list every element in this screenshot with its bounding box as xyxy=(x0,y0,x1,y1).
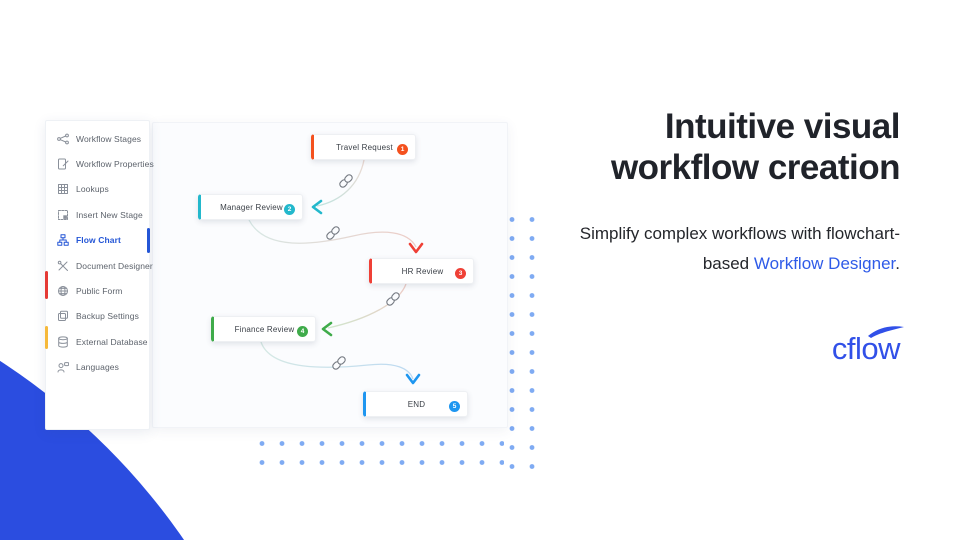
flow-node-finance-review[interactable]: Finance Review 4 xyxy=(211,316,316,342)
public-form-icon xyxy=(58,286,68,297)
sidebar-item-label: Lookups xyxy=(76,184,109,195)
chain-link-icon[interactable] xyxy=(339,174,354,189)
languages-icon xyxy=(57,362,69,373)
sidebar-item-workflow-stages[interactable]: Workflow Stages xyxy=(46,126,149,151)
flow-chart-icon xyxy=(57,234,69,246)
sidebar-item-lookups[interactable]: Lookups xyxy=(46,177,149,202)
sidebar-item-label: Languages xyxy=(76,362,119,373)
arrow-left-icon xyxy=(311,199,323,215)
chain-link-icon[interactable] xyxy=(386,292,401,307)
flow-node-label: Travel Request xyxy=(336,142,393,152)
logo-text: cflow xyxy=(831,331,901,366)
workflow-designer-link[interactable]: Workflow Designer xyxy=(753,254,896,273)
sidebar-item-public-form[interactable]: Public Form xyxy=(46,278,149,303)
sidebar-item-backup-settings[interactable]: Backup Settings xyxy=(46,304,149,329)
sidebar-item-label: Public Form xyxy=(76,286,123,297)
yellow-accent-bar xyxy=(45,326,48,349)
sidebar-item-insert-new-stage[interactable]: Insert New Stage xyxy=(46,202,149,227)
flow-node-hr-review[interactable]: HR Review 3 xyxy=(369,258,474,284)
workflow-properties-icon xyxy=(58,158,69,170)
connector-layer xyxy=(248,159,424,385)
workflow-sidebar: Workflow Stages Workflow Properties Look… xyxy=(45,120,154,430)
sidebar-item-document-designer[interactable]: Document Designer xyxy=(46,253,153,278)
document-designer-icon xyxy=(57,260,68,271)
hero-section: Intuitive visual workflow creation Simpl… xyxy=(470,106,901,279)
external-database-icon xyxy=(58,336,68,348)
cflow-logo: cflow xyxy=(831,326,904,367)
sidebar-item-label: Insert New Stage xyxy=(76,209,143,220)
subtitle-prefix: Simplify complex workflows with flowchar… xyxy=(579,224,900,273)
step-number-badge: 3 xyxy=(455,268,466,279)
connector-travel-to-manager xyxy=(316,159,365,207)
sidebar-item-label: External Database xyxy=(76,336,148,347)
logo-swoosh-icon xyxy=(868,326,904,338)
flow-node-manager-review[interactable]: Manager Review 2 xyxy=(198,194,303,220)
title-line-1: Intuitive visual xyxy=(664,107,901,146)
step-number-badge: 5 xyxy=(449,401,460,412)
flow-node-end[interactable]: END 5 xyxy=(363,391,468,417)
subtitle-suffix: . xyxy=(895,254,900,273)
subtitle-text: Simplify complex workflows with flowchar… xyxy=(570,219,900,279)
sidebar-item-label: Backup Settings xyxy=(76,311,139,322)
dot-pattern-vertical xyxy=(502,210,544,473)
sidebar-item-label: Workflow Properties xyxy=(76,159,154,170)
page-title: Intuitive visual workflow creation xyxy=(470,106,901,188)
lookups-icon xyxy=(58,184,68,195)
sidebar-item-languages[interactable]: Languages xyxy=(46,355,149,380)
step-number-badge: 4 xyxy=(297,326,308,337)
connector-manager-to-hr xyxy=(248,219,417,248)
flow-node-label: Manager Review xyxy=(220,202,283,212)
sidebar-item-label: Workflow Stages xyxy=(76,133,142,144)
step-number-badge: 1 xyxy=(397,144,408,155)
sidebar-item-flow-chart[interactable]: Flow Chart xyxy=(46,228,149,253)
arrow-down-icon xyxy=(408,242,424,254)
backup-settings-icon xyxy=(58,311,68,322)
chain-link-icon[interactable] xyxy=(332,356,347,371)
sidebar-item-label: Document Designer xyxy=(76,260,153,271)
dot-pattern-horizontal xyxy=(252,434,504,473)
sidebar-item-external-database[interactable]: External Database xyxy=(46,329,149,354)
connector-hr-to-finance xyxy=(327,283,407,329)
flow-node-label: Finance Review xyxy=(234,324,295,334)
step-number-badge: 2 xyxy=(284,204,295,215)
sidebar-item-workflow-properties[interactable]: Workflow Properties xyxy=(46,151,154,176)
flow-node-travel-request[interactable]: Travel Request 1 xyxy=(311,134,416,160)
flow-node-label: HR Review xyxy=(401,266,444,276)
arrow-down-icon xyxy=(405,373,421,385)
red-accent-bar xyxy=(45,271,48,299)
connector-finance-to-end xyxy=(260,341,414,380)
flow-node-label: END xyxy=(407,399,426,409)
flowchart-canvas: Travel Request 1 Manager Review 2 HR Rev… xyxy=(152,122,508,428)
arrow-left-icon xyxy=(321,321,333,337)
sidebar-item-label: Flow Chart xyxy=(76,235,121,246)
chain-link-icon[interactable] xyxy=(326,226,341,241)
insert-new-stage-icon xyxy=(58,209,68,220)
workflow-stages-icon xyxy=(57,133,69,145)
title-line-2: workflow creation xyxy=(610,148,901,187)
active-item-indicator xyxy=(147,228,150,253)
